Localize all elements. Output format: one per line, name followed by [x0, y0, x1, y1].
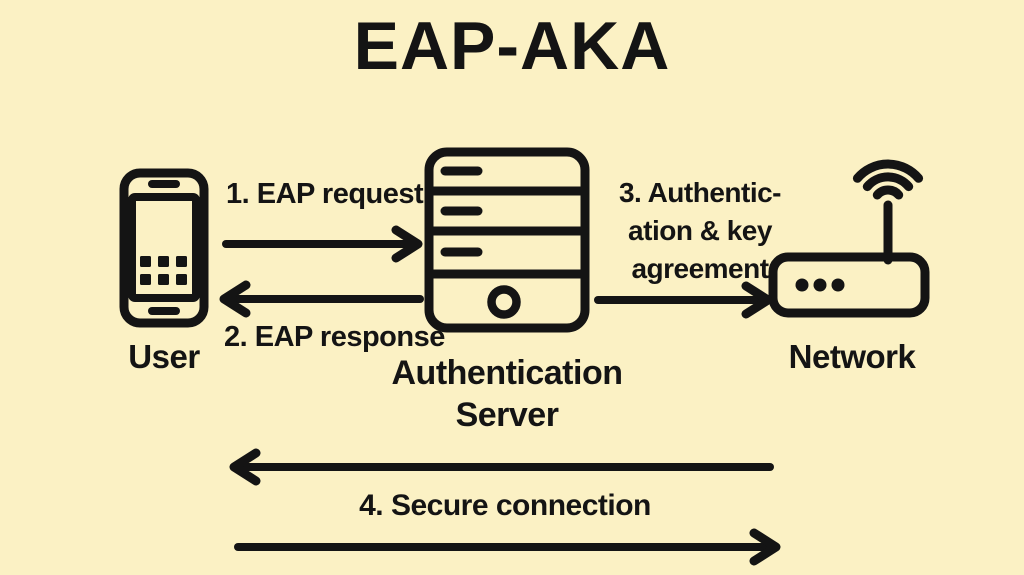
secure-connection-left-arrow — [229, 448, 774, 486]
auth-key-agreement-label-line1: 3. Authentic- — [618, 177, 782, 208]
server-label: Authentication Server — [387, 352, 627, 436]
eap-request-label: 1. EAP request — [226, 178, 424, 210]
user-node — [119, 168, 209, 328]
smartphone-icon — [119, 168, 209, 328]
server-label-line2: Server — [455, 396, 559, 434]
auth-key-agreement-label-line2: ation & key — [628, 215, 772, 246]
network-label: Network — [788, 338, 916, 375]
server-label-line1: Authentication — [391, 354, 623, 392]
eap-response-arrow — [219, 280, 424, 318]
user-label: User — [128, 338, 200, 375]
auth-key-agreement-arrow — [594, 281, 773, 319]
auth-server-node — [424, 147, 590, 333]
eap-request-arrow — [222, 225, 423, 263]
secure-connection-right-arrow — [234, 528, 781, 566]
auth-key-agreement-label: 3. Authentic- ation & key agreement — [615, 174, 785, 288]
server-icon — [424, 147, 590, 333]
network-node — [763, 148, 933, 320]
router-icon — [768, 159, 930, 318]
auth-key-agreement-label-line3: agreement — [631, 253, 769, 284]
secure-connection-label: 4. Secure connection — [359, 489, 651, 522]
eap-response-label: 2. EAP response — [224, 321, 445, 353]
diagram-title: EAP-AKA — [353, 8, 671, 84]
